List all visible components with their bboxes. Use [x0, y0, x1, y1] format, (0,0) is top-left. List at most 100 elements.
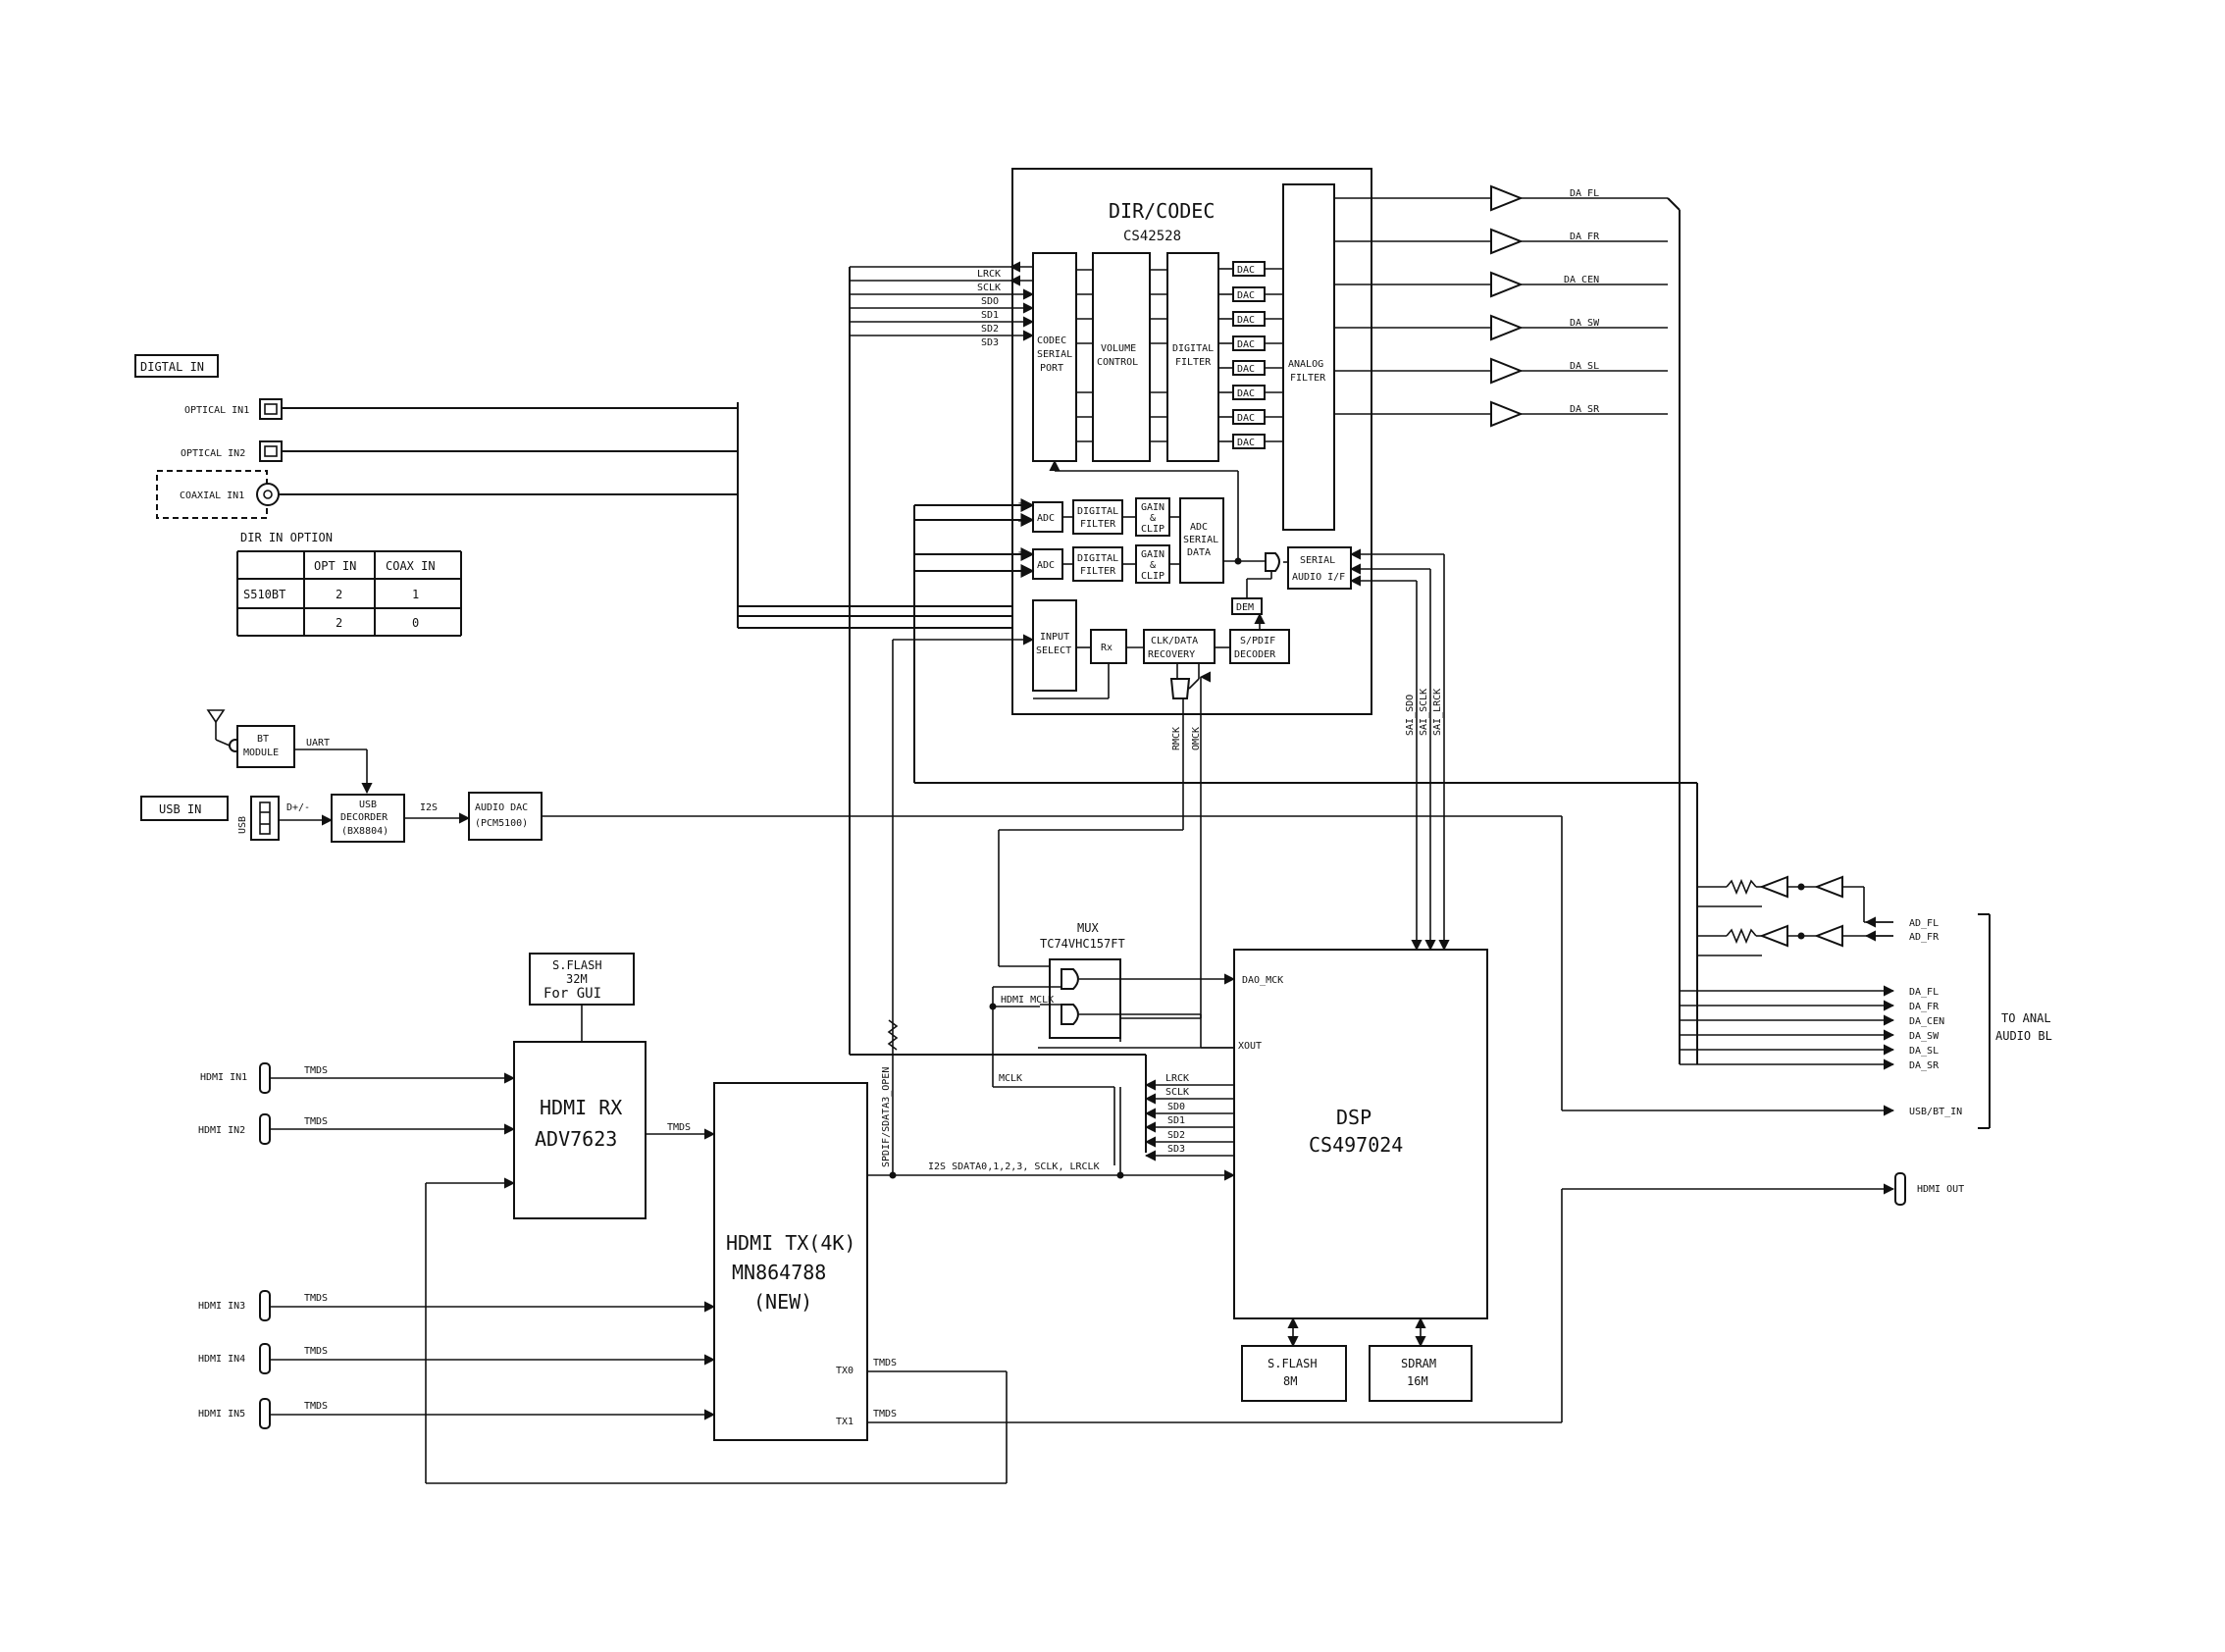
dir-option-table: DIR IN OPTION OPT IN COAX IN S510BT 2 1 …	[236, 531, 462, 637]
svg-text:RMCK: RMCK	[1171, 727, 1182, 750]
svg-text:DAC: DAC	[1237, 364, 1255, 375]
codec-title: DIR/CODEC	[1109, 199, 1215, 223]
svg-text:TMDS: TMDS	[873, 1358, 897, 1368]
mclk-label: MCLK	[999, 1073, 1022, 1084]
svg-text:TMDS: TMDS	[667, 1122, 691, 1133]
svg-text:BT: BT	[257, 734, 269, 745]
svg-text:SD1: SD1	[1167, 1115, 1185, 1126]
svg-text:FILTER: FILTER	[1080, 519, 1116, 530]
out-da-fr: DA_FR	[1570, 232, 1600, 242]
hdmi-in5-connector[interactable]	[259, 1398, 271, 1429]
coaxial-in1-connector[interactable]	[256, 483, 280, 506]
svg-text:(BX8804): (BX8804)	[341, 826, 388, 837]
svg-text:SD2: SD2	[1167, 1130, 1185, 1141]
svg-text:–: –	[1018, 516, 1025, 527]
svg-text:DAC: DAC	[1237, 413, 1255, 424]
to-anal-l1: TO ANAL	[2001, 1011, 2051, 1025]
svg-text:SD3: SD3	[1167, 1144, 1185, 1155]
dir-col-coax: COAX IN	[386, 559, 436, 573]
hdmi-in2-connector[interactable]	[259, 1113, 271, 1145]
serial-audio-if	[1287, 546, 1352, 590]
optical-in1-label: OPTICAL IN1	[184, 405, 249, 416]
hdmi-in3-label: HDMI IN3	[198, 1301, 245, 1312]
hdmi-tx-chip	[713, 1082, 868, 1441]
analog-output-section: AD_FL AD_FR DA_FL DA_FR DA_CEN DA_SW DA_…	[1680, 875, 2052, 1129]
svg-text:DECORDER: DECORDER	[340, 812, 388, 823]
svg-text:SDRAM: SDRAM	[1401, 1357, 1436, 1370]
dsp-sflash	[1241, 1345, 1347, 1402]
out-da-sr: DA_SR	[1570, 404, 1600, 415]
svg-text:SD1: SD1	[981, 310, 999, 321]
dfilter-l2: FILTER	[1175, 357, 1212, 368]
svg-text:DIGITAL: DIGITAL	[1077, 506, 1118, 517]
svg-text:S/PDIF: S/PDIF	[1240, 636, 1275, 646]
da-fr-buffer	[1490, 228, 1524, 255]
hdmi-in5-label: HDMI IN5	[198, 1409, 245, 1420]
hdmi-in1-connector[interactable]	[259, 1062, 271, 1094]
dir-codec-block: DIR/CODEC CS42528 CODEC SERIAL PORT VOLU…	[1011, 168, 1372, 785]
optical-in1-connector[interactable]	[259, 398, 283, 420]
hdmi-in3-connector[interactable]	[259, 1290, 271, 1321]
codec-part: CS42528	[1123, 229, 1181, 244]
dfilter-l1: DIGITAL	[1172, 343, 1214, 354]
adc-filter-2	[1072, 546, 1123, 582]
svg-text:8M: 8M	[1283, 1374, 1297, 1388]
svg-text:(NEW): (NEW)	[753, 1290, 812, 1314]
hdmi-out-connector[interactable]	[1894, 1172, 1906, 1206]
adc-serial-data	[1179, 497, 1224, 584]
svg-text:CLIP: CLIP	[1141, 524, 1164, 535]
digital-in-section: DIGTAL IN OPTICAL IN1 OPTICAL IN2 COAXIA…	[134, 354, 738, 519]
svg-text:AUDIO DAC: AUDIO DAC	[475, 802, 528, 813]
svg-text:TMDS: TMDS	[873, 1409, 897, 1420]
dsp-title-l2: CS497024	[1309, 1133, 1403, 1157]
optical-in2-connector[interactable]	[259, 440, 283, 462]
svg-text:ADV7623: ADV7623	[535, 1127, 617, 1151]
dir-row1-coax: 1	[412, 588, 419, 601]
adc-filter-1	[1072, 499, 1123, 535]
out-da-fl: DA_FL	[1570, 188, 1599, 199]
dir-row2-coax: 0	[412, 616, 419, 630]
coaxial-in1-label: COAXIAL IN1	[180, 490, 244, 501]
svg-text:ADC: ADC	[1037, 560, 1055, 571]
r-da-sr: DA_SR	[1909, 1060, 1940, 1071]
r-da-cen: DA_CEN	[1909, 1016, 1944, 1027]
svg-text:For GUI: For GUI	[543, 986, 601, 1002]
svg-text:SCLK: SCLK	[977, 283, 1001, 293]
dp-dm-label: D+/-	[286, 802, 310, 813]
codec-serial-port-l3: PORT	[1040, 363, 1063, 374]
out-da-sl: DA_SL	[1570, 361, 1599, 372]
digital-in-header: DIGTAL IN	[140, 360, 204, 374]
svg-text:DIGITAL: DIGITAL	[1077, 553, 1118, 564]
hdmi-in4-connector[interactable]	[259, 1343, 271, 1374]
svg-text:DATA: DATA	[1187, 547, 1211, 558]
svg-text:SERIAL: SERIAL	[1183, 535, 1218, 545]
clk-data-recovery	[1143, 629, 1216, 664]
usb-connector[interactable]	[250, 796, 280, 841]
svg-text:SCLK: SCLK	[1165, 1087, 1189, 1098]
bt-usb-section: BT MODULE UART USB IN USB D+/- USB DECOR…	[140, 709, 1895, 1116]
svg-text:&: &	[1150, 560, 1156, 571]
dsp-sdram	[1369, 1345, 1473, 1402]
hdmi-rx-chip	[513, 1041, 647, 1219]
svg-text:INPUT: INPUT	[1040, 632, 1069, 643]
da-sl-buffer	[1490, 357, 1524, 385]
svg-text:32M: 32M	[566, 972, 588, 986]
dir-row1-opt: 2	[336, 588, 342, 601]
svg-text:HDMI RX: HDMI RX	[540, 1096, 622, 1119]
svg-text:ADC: ADC	[1190, 522, 1208, 533]
bt-module	[236, 725, 295, 768]
dir-row2-opt: 2	[336, 616, 342, 630]
digital-filter-main	[1166, 252, 1219, 462]
svg-text:GAIN: GAIN	[1141, 549, 1164, 560]
sai-bus: SAI_SDO SAI_SCLK SAI_LRCK	[1349, 548, 1450, 952]
svg-text:LRCK: LRCK	[977, 269, 1001, 280]
svg-text:AUDIO I/F: AUDIO I/F	[1292, 572, 1345, 583]
da-cen-buffer	[1490, 271, 1524, 298]
r-da-fr: DA_FR	[1909, 1002, 1940, 1012]
svg-text:OMCK: OMCK	[1191, 727, 1202, 750]
svg-text:DAC: DAC	[1237, 290, 1255, 301]
spdif-decoder	[1229, 629, 1290, 664]
svg-text:+: +	[1018, 547, 1024, 558]
svg-text:S.FLASH: S.FLASH	[1268, 1357, 1318, 1370]
